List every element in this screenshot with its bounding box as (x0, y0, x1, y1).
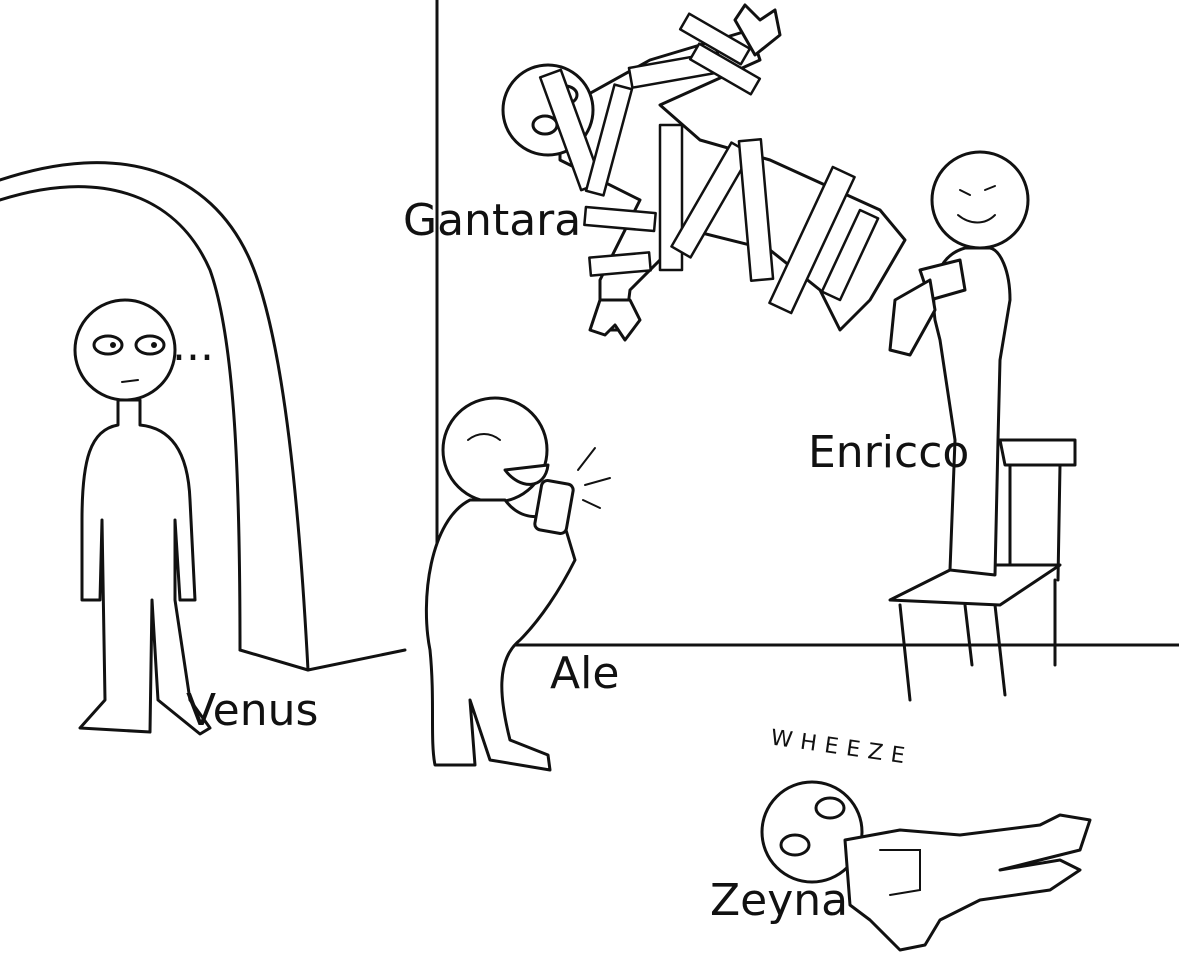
label-zeyna: Zeyna (710, 875, 848, 926)
doorway-arch (0, 161, 407, 672)
label-venus: Venus (186, 685, 318, 736)
ale-figure (424, 396, 611, 772)
chair (888, 438, 1077, 702)
zeyna-figure (760, 780, 1092, 952)
enricco-figure (888, 150, 1030, 577)
label-enricco: Enricco (808, 427, 969, 478)
duct-tape-strips (538, 12, 880, 315)
label-ale: Ale (550, 648, 619, 699)
wheeze-sound-effect: WHEEZE (769, 726, 914, 771)
venus-thought-dots: ... (172, 320, 214, 371)
label-gantara: Gantara (403, 195, 581, 246)
venus-figure (73, 298, 212, 736)
